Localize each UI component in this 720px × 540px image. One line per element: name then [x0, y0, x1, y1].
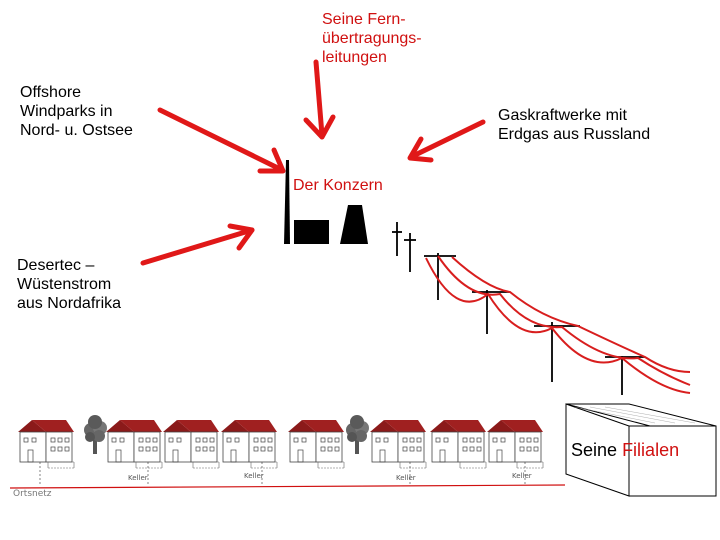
filialen-box [565, 403, 717, 497]
power-plant-icon [284, 160, 368, 244]
arrow-desertec [140, 223, 255, 266]
arrow-offshore [157, 107, 286, 174]
power-lines [425, 255, 691, 394]
keller-label: Keller [128, 474, 148, 482]
label-fernuebertragung: Seine Fern- übertragungs- leitungen [322, 11, 422, 66]
ortsnetz-label: Ortsnetz [13, 489, 52, 499]
filialen-box-texture [574, 406, 696, 424]
label-desertec: Desertec – Wüstenstrom aus Nordafrika [17, 257, 122, 312]
arrow-fern [303, 59, 336, 140]
label-filialen: Seine Filialen [571, 440, 679, 460]
label-offshore-windparks: Offshore Windparks in Nord- u. Ostsee [20, 84, 133, 139]
label-filialen-seine: Seine [571, 440, 618, 460]
village: Keller Keller Keller Keller [9, 415, 566, 489]
keller-label: Keller [512, 472, 532, 480]
label-filialen-word: Filialen [622, 440, 680, 460]
keller-label: Keller [244, 472, 264, 480]
keller-label: Keller [396, 474, 416, 482]
label-gaskraftwerke: Gaskraftwerke mit Erdgas aus Russland [498, 107, 651, 143]
label-der-konzern: Der Konzern [293, 177, 383, 194]
power-pylons [392, 222, 645, 395]
arrow-gas [407, 119, 486, 163]
